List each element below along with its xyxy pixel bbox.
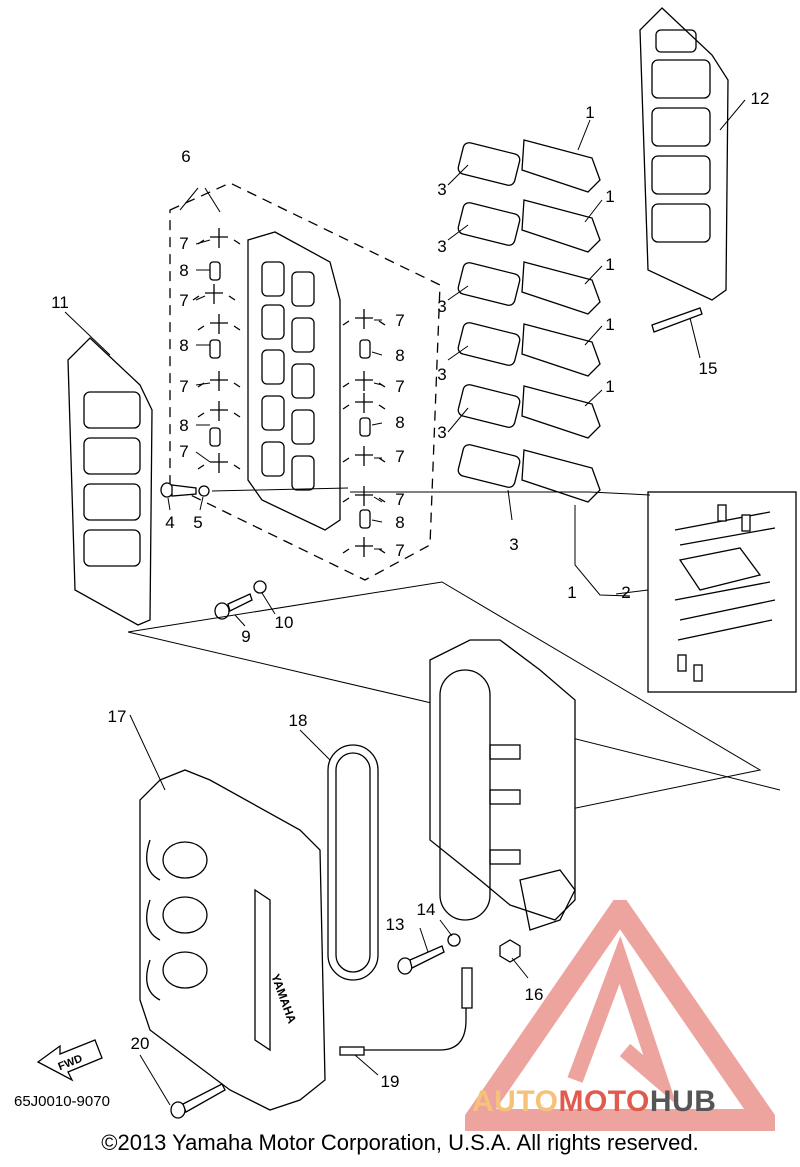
callout-7: 7 xyxy=(395,377,404,396)
callout-1: 1 xyxy=(567,583,576,602)
callout-19: 19 xyxy=(381,1072,400,1091)
reed-stack xyxy=(457,139,601,503)
copyright-text: ©2013 Yamaha Motor Corporation, U.S.A. A… xyxy=(101,1130,699,1155)
callout-8: 8 xyxy=(395,346,404,365)
callout-1: 1 xyxy=(605,377,614,396)
callout-8: 8 xyxy=(179,336,188,355)
callout-1: 1 xyxy=(605,255,614,274)
callout-4: 4 xyxy=(165,513,174,532)
callout-10: 10 xyxy=(275,613,294,632)
callout-3: 3 xyxy=(437,423,446,442)
bolt-4-washer-5 xyxy=(160,482,210,498)
callout-3: 3 xyxy=(437,365,446,384)
mounting-outline xyxy=(127,581,762,836)
callout-20: 20 xyxy=(131,1034,150,1053)
left-fittings xyxy=(192,228,241,473)
callout-7: 7 xyxy=(395,447,404,466)
callout-9: 9 xyxy=(241,627,250,646)
callout-12: 12 xyxy=(751,89,770,108)
callout-7: 7 xyxy=(395,490,404,509)
callout-8: 8 xyxy=(179,261,188,280)
bolt-13-washer-14 xyxy=(397,933,461,975)
callout-11: 11 xyxy=(51,293,69,312)
callout-13: 13 xyxy=(386,915,405,934)
callout-5: 5 xyxy=(193,513,202,532)
callout-8: 8 xyxy=(395,513,404,532)
nut-16 xyxy=(499,939,521,963)
callout-3: 3 xyxy=(509,535,518,554)
fwd-arrow-icon xyxy=(36,1039,103,1082)
hose-fitting xyxy=(461,967,473,1009)
callout-7: 7 xyxy=(395,311,404,330)
bolt-20 xyxy=(170,1083,226,1119)
stud-15 xyxy=(651,307,703,333)
leader-lines xyxy=(64,99,746,1106)
seal-18 xyxy=(327,744,379,981)
callout-numbers: 1 1 1 1 1 1 2 3 3 3 3 3 3 4 5 6 7 7 7 7 … xyxy=(51,89,769,1091)
gasket-12 xyxy=(639,7,729,301)
callout-8: 8 xyxy=(395,413,404,432)
callout-17: 17 xyxy=(108,707,127,726)
reed-valve-block xyxy=(247,231,341,531)
watermark-moto: MOTO xyxy=(558,1085,650,1118)
callout-8: 8 xyxy=(179,416,188,435)
callout-16: 16 xyxy=(525,985,544,1004)
callout-7: 7 xyxy=(179,291,188,310)
intake-cover-17 xyxy=(139,769,326,1111)
automotohub-logo-icon xyxy=(465,900,775,1131)
callout-7: 7 xyxy=(179,442,188,461)
hose-end xyxy=(339,1046,365,1056)
callout-2: 2 xyxy=(621,583,630,602)
drawing-code: 65J0010-9070 xyxy=(14,1093,110,1110)
callout-1: 1 xyxy=(605,315,614,334)
watermark-hub: HUB xyxy=(649,1085,717,1118)
callout-14: 14 xyxy=(417,900,436,919)
callout-3: 3 xyxy=(437,180,446,199)
callout-1: 1 xyxy=(585,103,594,122)
gasket-11 xyxy=(67,337,153,626)
watermark-text: AUTOMOTOHUB xyxy=(472,1085,716,1119)
callout-18: 18 xyxy=(289,711,308,730)
callout-6: 6 xyxy=(181,147,190,166)
callout-3: 3 xyxy=(437,237,446,256)
right-fittings xyxy=(342,309,386,557)
callout-3: 3 xyxy=(437,297,446,316)
callout-7: 7 xyxy=(179,377,188,396)
callout-7: 7 xyxy=(395,541,404,560)
bolt-9-washer-10 xyxy=(214,580,267,620)
detail-inset-box xyxy=(647,491,797,693)
callout-7: 7 xyxy=(179,234,188,253)
crankcase xyxy=(429,639,576,931)
watermark-auto: AUTO xyxy=(472,1085,559,1118)
callout-1: 1 xyxy=(605,187,614,206)
callout-15: 15 xyxy=(699,359,718,378)
hose-19 xyxy=(360,968,467,1051)
